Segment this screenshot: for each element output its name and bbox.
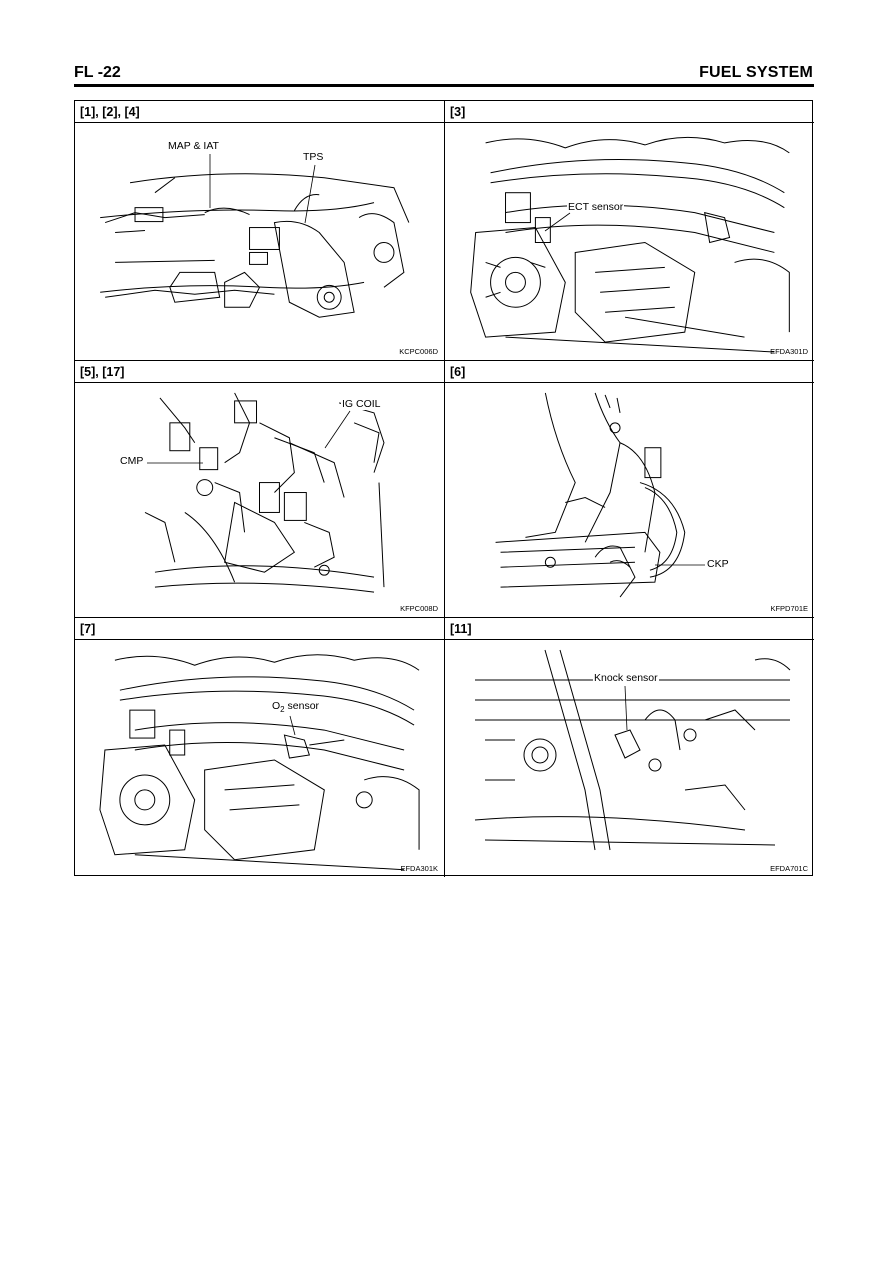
engine-drawing [100, 173, 410, 318]
panel-title: [11] [445, 618, 814, 640]
page-number: FL -22 [74, 64, 121, 81]
leader-lines [655, 564, 705, 566]
panel-ect: [3] ECT sensor [445, 101, 814, 361]
leader-lines [289, 715, 296, 736]
figure-code: KCPC006D [399, 347, 438, 356]
figure-code: EFDA701C [770, 864, 808, 873]
figure-grid: [1], [2], [4] [74, 100, 814, 877]
label-o2-subscript: 2 [280, 705, 285, 715]
figure-code: KFPD701E [770, 604, 808, 613]
engine-illustration: ECT sensor EFDA301D [445, 123, 814, 360]
engine-illustration: MAP & IAT TPS KCPC006D [75, 123, 444, 360]
label-map-iat: MAP & IAT [167, 140, 220, 152]
label-tps: TPS [302, 151, 325, 163]
leader-lines [624, 685, 628, 731]
engine-illustration: O2 sensor EFDA301K [75, 640, 444, 877]
label-o2-o: O [272, 700, 281, 712]
engine-drawing [470, 136, 790, 353]
figure-code: KFPC008D [400, 604, 438, 613]
label-ect-sensor: ECT sensor [567, 201, 625, 213]
engine-illustration: CKP KFPD701E [445, 383, 814, 617]
leader-lines [544, 212, 571, 232]
label-cmp: CMP [119, 455, 145, 467]
panel-ig-coil-cmp: [5], [17] [75, 361, 445, 618]
section-title: FUEL SYSTEM [699, 64, 813, 81]
label-ckp: CKP [706, 558, 730, 570]
panel-o2: [7] O2 sensor [75, 618, 445, 877]
engine-drawing [474, 649, 791, 851]
label-o2-suffix: sensor [284, 700, 320, 712]
figure-code: EFDA301D [770, 347, 808, 356]
panel-title: [6] [445, 361, 814, 383]
engine-drawing [99, 654, 420, 871]
label-ig-coil: IG COIL [341, 398, 382, 410]
panel-map-iat-tps: [1], [2], [4] [75, 101, 445, 361]
figure-code: EFDA301K [400, 864, 438, 873]
leader-lines [209, 154, 316, 224]
panel-title: [1], [2], [4] [75, 101, 444, 123]
label-o2-sensor: O2 sensor [271, 700, 321, 715]
leader-lines [147, 410, 351, 464]
engine-illustration: Knock sensor EFDA701C [445, 640, 814, 877]
panel-title: [5], [17] [75, 361, 444, 383]
panel-ckp: [6] CKP KFPD701E [445, 361, 814, 618]
label-knock-sensor: Knock sensor [593, 672, 659, 684]
engine-illustration: IG COIL CMP KFPC008D [75, 383, 444, 617]
header-rule [74, 84, 814, 87]
panel-knock: [11] Knock sensor [445, 618, 814, 877]
panel-title: [7] [75, 618, 444, 640]
engine-drawing [495, 392, 686, 598]
panel-title: [3] [445, 101, 814, 123]
